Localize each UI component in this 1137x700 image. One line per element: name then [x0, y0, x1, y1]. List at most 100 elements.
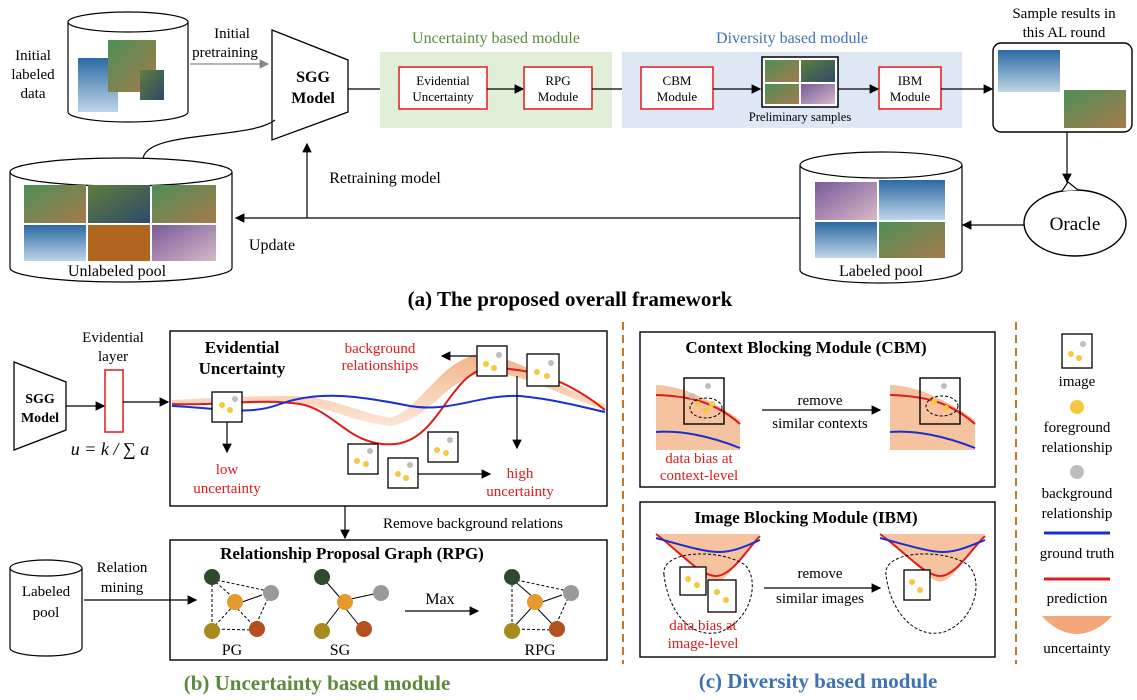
panel-a: Initial labeled data Initial pretraining…	[9, 6, 1133, 311]
cluster-outline	[885, 553, 977, 634]
cbm-ground-truth-left	[655, 430, 741, 449]
evidential-uncertainty-box-label-1: Evidential	[416, 73, 470, 88]
evidential-layer-label-2: layer	[98, 349, 128, 365]
diversity-module-title: Diversity based module	[716, 30, 868, 47]
photo-thumbnail	[879, 222, 945, 258]
image-sample-icon	[903, 569, 931, 601]
low-uncertainty-label-2: uncertainty	[193, 481, 261, 497]
image-sample-icon	[526, 353, 560, 387]
photo-thumbnail	[140, 70, 164, 100]
pg-label: PG	[222, 642, 243, 659]
eu-title-1: Evidential	[205, 338, 280, 357]
bias-image-label-1: data bias at	[669, 618, 737, 634]
labeled-pool-label: Labeled pool	[839, 263, 924, 280]
rpg-module-box-label-1: RPG	[545, 73, 570, 88]
oracle-label: Oracle	[1050, 214, 1101, 235]
eu-title-2: Uncertainty	[199, 359, 286, 378]
graph-node	[549, 621, 565, 637]
ibm-module-box-label-2: Module	[890, 89, 931, 104]
legend-foreground-dot	[1070, 400, 1084, 414]
cbm-prediction-left	[655, 394, 741, 425]
evidential-uncertainty-box-label-2: Uncertainty	[412, 89, 474, 104]
sample-results-label-1: Sample results in	[1012, 6, 1116, 22]
cluster-outline	[663, 553, 753, 634]
image-sample-icon	[476, 345, 508, 377]
high-uncertainty-label-1: high	[507, 466, 534, 482]
cbm-module-box-label-2: Module	[657, 89, 698, 104]
panel-c: Context Blocking Module (CBM) data bias …	[639, 331, 996, 693]
legend-foreground-label-1: foreground	[1044, 420, 1111, 436]
legend-background-dot	[1070, 465, 1084, 479]
max-label: Max	[425, 591, 454, 608]
ibm-module-box	[878, 66, 942, 110]
initial-data-cylinder	[67, 11, 189, 123]
labeled-pool-cylinder	[799, 151, 963, 284]
photo-thumbnail	[815, 222, 877, 258]
ibm-ground-truth-left	[655, 537, 761, 554]
ibm-title: Image Blocking Module (IBM)	[694, 508, 917, 527]
cluster-outline	[689, 397, 723, 419]
image-sample-icon	[707, 579, 737, 613]
cluster-outline	[925, 395, 959, 417]
image-sample-icon	[427, 431, 459, 463]
sample-results-label-2: this AL round	[1023, 25, 1106, 41]
photo-thumbnail	[815, 182, 877, 220]
photo-thumbnail	[879, 180, 945, 220]
graph-node	[356, 621, 372, 637]
preliminary-samples-label: Preliminary samples	[749, 110, 852, 124]
graph-node	[227, 594, 243, 610]
graph-node	[504, 569, 520, 585]
cbm-module-box-label-1: CBM	[663, 73, 692, 88]
photo-thumbnail	[88, 225, 150, 261]
cbm-uncertainty-left	[656, 385, 740, 450]
image-sample-icon	[679, 566, 707, 596]
graph-node	[204, 623, 220, 639]
cbm-module-box	[640, 66, 714, 110]
remove-background-label: Remove background relations	[383, 516, 563, 532]
graph-node	[504, 623, 520, 639]
sgg-model-small-label-2: Model	[21, 411, 59, 426]
initial-data-label-2: labeled	[11, 67, 55, 83]
rpg-title: Relationship Proposal Graph (RPG)	[220, 544, 484, 563]
update-label: Update	[249, 237, 295, 254]
ground-truth-curve	[171, 394, 606, 413]
retraining-model-label: Retraining model	[329, 170, 441, 187]
graph-node	[314, 569, 330, 585]
image-sample-icon	[387, 457, 419, 489]
image-sample-icon	[347, 443, 379, 475]
sgg-model-block-small	[13, 361, 67, 451]
graph-node	[249, 621, 265, 637]
photo-thumbnail	[88, 185, 150, 223]
graph-node	[263, 585, 279, 601]
remove-contexts-label-2: similar contexts	[772, 416, 868, 432]
photo-thumbnail	[152, 185, 216, 223]
cbm-title: Context Blocking Module (CBM)	[685, 338, 926, 357]
legend-foreground-label-2: relationship	[1042, 440, 1113, 456]
unlabeled-to-model-link	[142, 119, 276, 161]
unlabeled-pool-cylinder	[9, 157, 233, 283]
legend-uncertainty-swatch	[1042, 616, 1112, 634]
panel-b: SGG Model Evidential layer u = k / ∑ a E…	[9, 330, 608, 695]
labeled-pool-mini-label-1: Labeled	[22, 584, 71, 600]
legend-background-label-2: relationship	[1042, 506, 1113, 522]
uncertainty-formula: u = k / ∑ a	[71, 439, 149, 459]
initial-pretraining-label-2: pretraining	[192, 45, 258, 61]
graph-node	[527, 594, 543, 610]
sgg-model-label-2: Model	[291, 90, 335, 107]
ibm-prediction-right	[879, 533, 986, 578]
ibm-ground-truth-right	[879, 537, 986, 554]
cbm-uncertainty-right	[890, 385, 975, 450]
initial-data-label-1: Initial	[15, 48, 51, 64]
graph-node	[563, 585, 579, 601]
legend-ground-truth-label: ground truth	[1040, 546, 1115, 562]
legend: image foreground relationship background…	[1040, 333, 1115, 657]
low-uncertainty-label-1: low	[216, 462, 239, 478]
background-relationships-label-2: relationships	[342, 358, 419, 374]
labeled-pool-mini-cylinder	[9, 559, 83, 657]
photo-thumbnail	[24, 185, 86, 223]
photo-thumbnail	[1064, 90, 1126, 128]
high-uncertainty-label-2: uncertainty	[486, 484, 554, 500]
evidential-uncertainty-box	[398, 66, 488, 110]
sgg-model-label-1: SGG	[296, 69, 330, 86]
